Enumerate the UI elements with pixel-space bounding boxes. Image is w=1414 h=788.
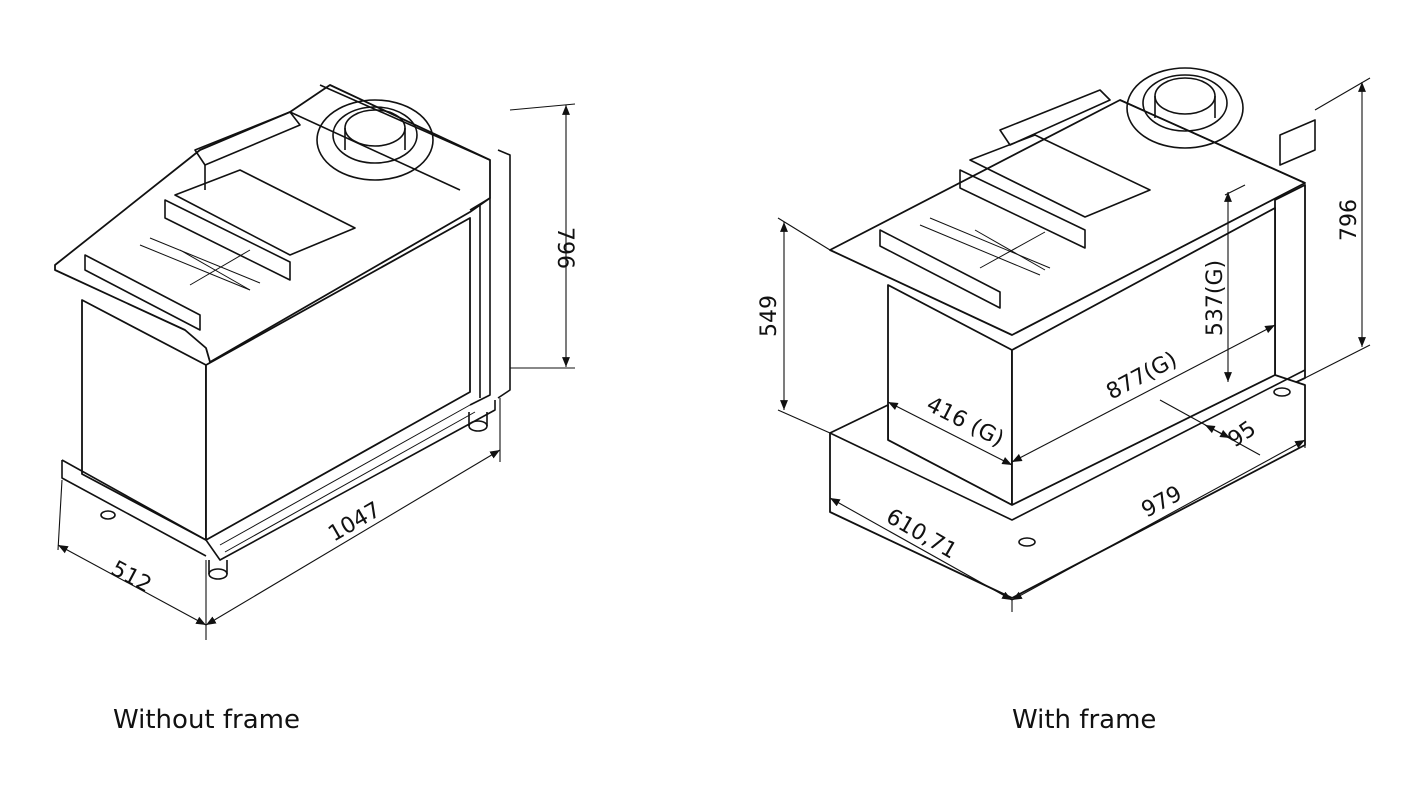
dim-right-glass-height: 537(G) (1203, 260, 1228, 336)
fireplace-with-frame: 796 549 537(G) 416 (G) 877(G) 95 610,71 … (757, 67, 1371, 612)
dim-left-height: 796 (552, 227, 577, 269)
fireplace-without-frame: 796 512 1047 (54, 84, 577, 640)
dim-right-height: 796 (1337, 199, 1362, 241)
dim-right-frame-height: 549 (757, 295, 782, 337)
left-front-face (81, 299, 207, 541)
dim-left-width: 1047 (324, 498, 385, 548)
caption-without-frame: Without frame (113, 705, 300, 735)
dim-left-depth: 512 (107, 556, 156, 598)
caption-with-frame: With frame (1012, 705, 1157, 735)
right-frame-panel (1274, 184, 1306, 393)
